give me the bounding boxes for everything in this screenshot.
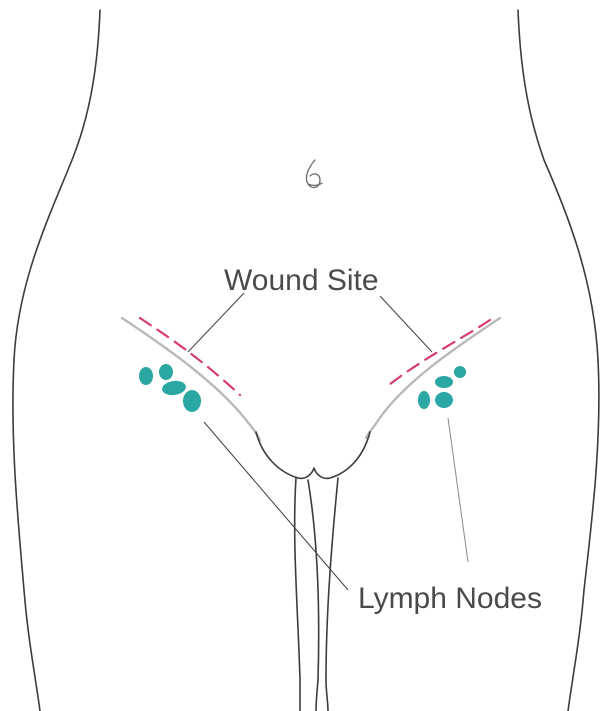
inner-thigh-left	[295, 478, 300, 711]
navel-icon	[306, 160, 322, 187]
wound-line-right	[385, 320, 490, 388]
lymph-node	[454, 366, 466, 378]
lymph-node	[161, 379, 187, 396]
lymph-nodes-left	[139, 364, 201, 412]
body-outline-left	[13, 10, 100, 711]
inner-thigh-right	[326, 478, 338, 711]
lymph-node	[159, 364, 173, 380]
inner-thigh-left-inner	[308, 480, 319, 711]
lymph-nodes-label: Lymph Nodes	[358, 582, 542, 615]
lymph-node	[183, 390, 201, 412]
wound-line-left	[140, 318, 240, 395]
wound-site-label: Wound Site	[224, 264, 379, 297]
wound-site-leader-left	[188, 293, 244, 352]
lymph-node	[435, 392, 453, 408]
lymph-node	[139, 367, 153, 385]
lymph-node	[435, 376, 453, 388]
lymph-node	[418, 391, 430, 409]
lymph-nodes-leader-left	[204, 422, 348, 590]
inguinal-crease-right	[366, 318, 500, 438]
lymph-nodes-leader-right	[448, 418, 468, 562]
pubic-outline	[256, 432, 370, 478]
wound-site-leader-right	[380, 296, 432, 352]
